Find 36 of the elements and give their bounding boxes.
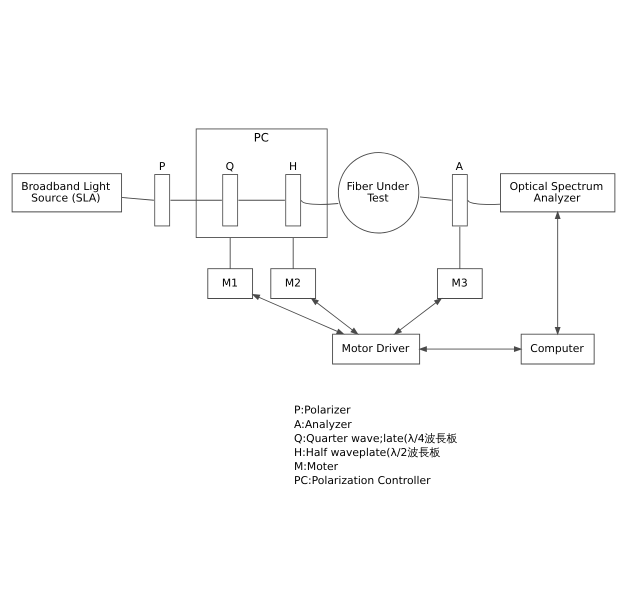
connector (459, 226, 460, 269)
node-box: M2 (270, 268, 316, 298)
connector (238, 199, 286, 200)
node-box: Broadband Light Source (SLA) (12, 172, 122, 212)
connector (121, 196, 154, 200)
node-label: H (289, 159, 298, 172)
node-box (452, 174, 468, 226)
label: P:Polarizer (294, 403, 351, 416)
label: M:Moter (294, 460, 338, 473)
node-box (154, 174, 170, 226)
node-box (222, 174, 238, 226)
node-box: M1 (207, 268, 254, 298)
label: A:Analyzer (294, 417, 352, 430)
connector (230, 236, 231, 269)
node-label: P (158, 159, 166, 172)
arrow (554, 210, 561, 335)
node-box: Motor Driver (332, 333, 420, 364)
connector (301, 199, 339, 204)
node-box (285, 174, 302, 226)
node-label: A (456, 159, 464, 172)
arrow (418, 346, 522, 352)
connector (170, 199, 222, 200)
node-box: Computer (520, 333, 595, 364)
connector (468, 199, 501, 204)
arrow (310, 297, 359, 334)
connector (292, 236, 294, 269)
arrow (251, 293, 345, 334)
node-circle: Fiber Under Test (338, 152, 420, 233)
label: PC:Polarization Controller (294, 474, 431, 487)
node-box: M3 (437, 268, 483, 298)
label: Q:Quarter wave;late(λ/4波長板 (294, 431, 458, 444)
node-label: Q (226, 159, 234, 172)
arrow (394, 297, 442, 334)
connector (419, 196, 452, 200)
label: H:Half waveplate(λ/2波長板 (294, 445, 440, 458)
node-box: Optical Spectrum Analyzer (500, 172, 616, 212)
